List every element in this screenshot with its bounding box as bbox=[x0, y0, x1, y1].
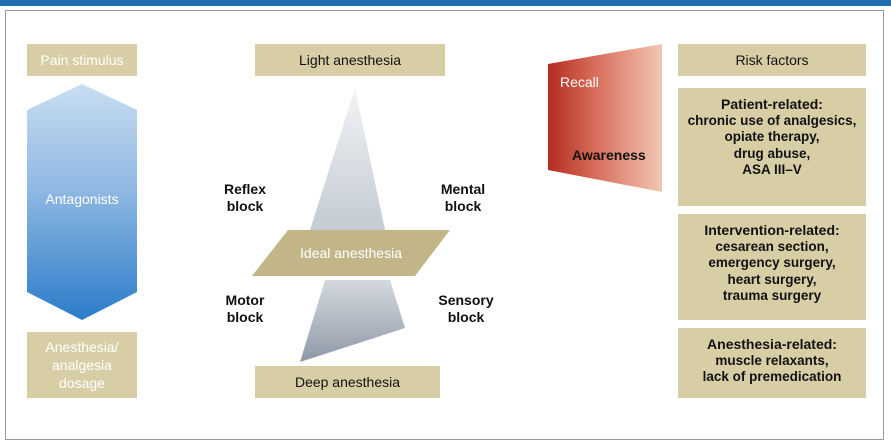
ideal-anesthesia-label: Ideal anesthesia bbox=[300, 245, 402, 261]
top-accent-bar bbox=[0, 0, 891, 6]
patient-related-body: chronic use of analgesics, opiate therap… bbox=[687, 112, 857, 178]
anesthesia-depth-diagram: Ideal anesthesia bbox=[252, 88, 450, 362]
patient-related-box: Patient-related: chronic use of analgesi… bbox=[678, 88, 866, 206]
antagonists-arrow-shape bbox=[27, 84, 137, 320]
deep-wedge bbox=[300, 280, 405, 362]
deep-anesthesia-label: Deep anesthesia bbox=[255, 366, 440, 398]
motor-block-label: Motor block bbox=[225, 292, 265, 325]
pain-stimulus-label: Pain stimulus bbox=[27, 44, 137, 76]
anesthesia-related-body: muscle relaxants, lack of premedication bbox=[702, 352, 842, 385]
awareness-label: Awareness bbox=[572, 147, 646, 163]
mental-block-label: Mental block bbox=[440, 181, 486, 214]
patient-related-title: Patient-related: bbox=[721, 96, 823, 112]
antagonists-arrow: Antagonists bbox=[27, 84, 137, 320]
anesthesia-related-box: Anesthesia-related: muscle relaxants, la… bbox=[678, 328, 866, 398]
anesthesia-dosage-label: Anesthesia/ analgesia dosage bbox=[27, 332, 137, 398]
light-anesthesia-label: Light anesthesia bbox=[255, 44, 445, 76]
intervention-related-title: Intervention-related: bbox=[704, 222, 840, 238]
reflex-block-label: Reflex block bbox=[223, 181, 267, 214]
antagonists-label: Antagonists bbox=[45, 191, 118, 207]
recall-label: Recall bbox=[560, 74, 599, 90]
light-wedge bbox=[310, 88, 385, 230]
recall-awareness-shape: Recall Awareness bbox=[548, 44, 662, 192]
intervention-related-box: Intervention-related: cesarean section, … bbox=[678, 214, 866, 320]
sensory-block-label: Sensory block bbox=[438, 292, 494, 325]
recall-awareness-trapezoid bbox=[548, 44, 662, 192]
ideal-anesthesia-plane bbox=[252, 230, 450, 276]
intervention-related-body: cesarean section, emergency surgery, hea… bbox=[708, 238, 836, 304]
anesthesia-related-title: Anesthesia-related: bbox=[707, 336, 837, 352]
risk-factors-header: Risk factors bbox=[678, 44, 866, 76]
